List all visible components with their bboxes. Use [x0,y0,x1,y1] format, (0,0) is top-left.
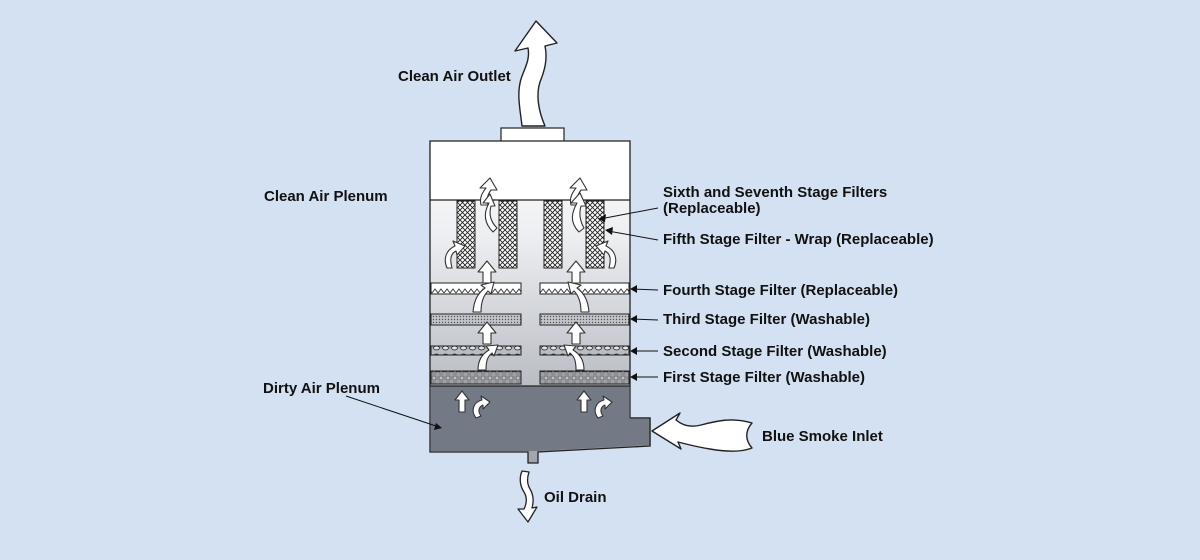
stage-6-7-label-line1: Sixth and Seventh Stage Filters [663,184,888,201]
blue-smoke-inlet-label: Blue Smoke Inlet [762,428,883,445]
dirty-air-plenum-label: Dirty Air Plenum [263,380,380,397]
sixth-seventh-stage-filters [456,200,605,269]
oil-drain-label: Oil Drain [544,489,607,506]
stage-5-label: Fifth Stage Filter - Wrap (Replaceable) [663,231,934,248]
stage-6-7-label-line2: (Replaceable) [663,200,761,217]
fourth-stage-filter [430,282,630,295]
stage-2-label: Second Stage Filter (Washable) [663,343,887,360]
stage-3-label: Third Stage Filter (Washable) [663,311,870,328]
clean-air-outlet-label: Clean Air Outlet [398,68,511,85]
stage-4-label: Fourth Stage Filter (Replaceable) [663,282,899,299]
clean-air-plenum-label: Clean Air Plenum [264,188,388,205]
airflow-arrows [444,177,617,419]
first-stage-filter [430,370,630,385]
third-stage-filter [430,313,630,326]
oil-drain-arrow [517,470,538,523]
second-stage-filter [430,345,630,356]
blue-smoke-inlet-arrow [651,412,753,452]
outlet-collar [500,127,565,143]
leader-lines [345,207,659,430]
clean-air-plenum [431,142,629,200]
stage-1-label: First Stage Filter (Washable) [663,369,865,386]
clean-air-outlet-arrow [514,20,558,127]
